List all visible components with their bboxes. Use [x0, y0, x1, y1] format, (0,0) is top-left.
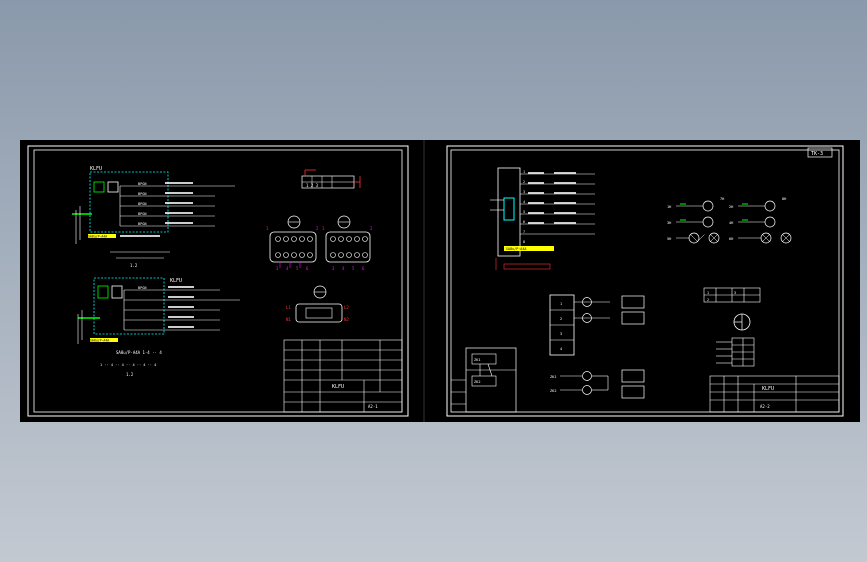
left-switch-bottom: ZK2: [474, 380, 481, 384]
branch-label: BPGN: [138, 212, 146, 216]
branch-label: BPGN: [138, 192, 146, 196]
diagram1-bus-label: SA8u/P·A4A: [88, 235, 107, 239]
switch-label: ZK1: [550, 375, 557, 379]
lamp-label: 4H: [729, 221, 733, 225]
lamp-label: 7H: [720, 197, 724, 201]
lamp-label: 8H: [782, 197, 786, 201]
switch-label: ZK2: [550, 389, 557, 393]
block-row: 2: [523, 180, 525, 184]
distribution-diagram-2: KLFU: [77, 277, 240, 377]
module-label: L2: [344, 305, 349, 310]
switch-grid: [716, 337, 755, 367]
relay-right-pin: 5: [352, 266, 355, 271]
left-switch-box: ZK1 ZK2: [451, 347, 517, 413]
block-row: 4: [523, 200, 525, 204]
mini-table: [703, 287, 761, 303]
title-block-left: [283, 339, 403, 413]
right-sheet-frame: [423, 140, 844, 422]
diagram2-note-2: 1 ·· 4 ·· 4 ·· 4 ·· 4 ·· 4: [100, 363, 156, 367]
module-label: L1: [286, 305, 291, 310]
diagram2-caption: 1.2: [126, 372, 134, 377]
diagram1-heading: KLFU: [90, 166, 102, 172]
terminal-block-center: 1 2 3 4 ZK1 ZK2: [549, 294, 610, 395]
relay-right-pin: 4: [342, 266, 345, 271]
relay-left-pin: 3: [276, 266, 279, 271]
terminal-strip-top: 1 2 3: [301, 169, 361, 189]
block-row: 3: [523, 190, 525, 194]
title-block-left-main: KLFU: [332, 384, 344, 390]
power-module: L1 L2 N1 N2: [286, 285, 349, 323]
diagram2-note-1: SA8u/P·A4A 1·4 ·· 4: [116, 350, 162, 355]
terminal-row: 1: [560, 302, 562, 306]
terminal-row: 4: [560, 347, 562, 351]
stamp-box: TK-3: [807, 147, 833, 158]
block-row: 5: [523, 210, 525, 214]
relay-socket-right: 1 2 3 4 5 6: [322, 215, 373, 271]
drawing-sheet: KLFU: [20, 140, 860, 422]
lamp-label: 1H: [667, 205, 671, 209]
branch-label: BPGN: [138, 202, 146, 206]
mini-table-cell: 1: [707, 291, 709, 295]
title-block-right-sub: A2·2: [760, 404, 770, 409]
stamp-text: TK-3: [811, 151, 823, 157]
distribution-diagram-1: KLFU: [72, 166, 235, 268]
diagram2-bus-label: SA8u/P·A4A: [90, 339, 109, 343]
relay-left-pin: 5: [296, 266, 299, 271]
diagram1-caption: 1.2: [130, 263, 138, 268]
block-row: 7: [523, 230, 525, 234]
branch-label: BPGN: [138, 182, 146, 186]
relay-right-pin: 1: [322, 226, 325, 231]
module-label: N1: [286, 317, 291, 322]
diagram2-heading: KLFU: [170, 278, 182, 284]
terminal-top-label: 1 2 3: [306, 183, 319, 188]
branch-label: BPGN: [138, 286, 146, 290]
title-block-left-sub: A2·1: [368, 404, 378, 409]
branch-label: BPGN: [138, 222, 146, 226]
cad-drawing: KLFU: [27, 140, 844, 422]
mini-table-cell: 2: [707, 298, 709, 302]
title-block-right-main: KLFU: [762, 386, 774, 392]
relay-socket-left: 1 2 3 4 5 6: [266, 215, 319, 271]
block-row: 8: [523, 240, 525, 244]
lamp-label: 3H: [667, 221, 671, 225]
relay-right-pin: 6: [362, 266, 365, 271]
block-bottom-label: SA8u/P·A4A: [506, 247, 526, 251]
lamp-label: 6H: [729, 237, 733, 241]
relay-left-pin: 1: [266, 226, 269, 231]
module-label: N2: [344, 317, 349, 322]
terminal-row: 2: [560, 317, 562, 321]
side-boxes: [621, 295, 645, 399]
mini-table-cell: 3: [734, 291, 736, 295]
lamp-label: 5H: [667, 237, 671, 241]
terminal-row: 3: [560, 332, 562, 336]
title-block-right: [709, 375, 840, 413]
left-switch-top: ZK1: [474, 358, 481, 362]
block-row: 1: [523, 170, 525, 174]
lamp-group: 1H 2H 3H 4H 5H 6H 7H 8H: [667, 197, 792, 244]
lamp-label: 2H: [729, 205, 733, 209]
relay-left-pin: 2: [316, 226, 319, 231]
relay-right-pin: 2: [370, 226, 373, 231]
left-sheet-frame: [27, 145, 409, 417]
control-block: 1 2 3 4 5 6 7 8 SA8u/P·A4A: [490, 167, 595, 270]
relay-left-pin: 4: [286, 266, 289, 271]
block-row: 6: [523, 220, 525, 224]
relay-right-pin: 3: [332, 266, 335, 271]
relay-left-pin: 6: [306, 266, 309, 271]
rotary-switch: [733, 313, 751, 331]
